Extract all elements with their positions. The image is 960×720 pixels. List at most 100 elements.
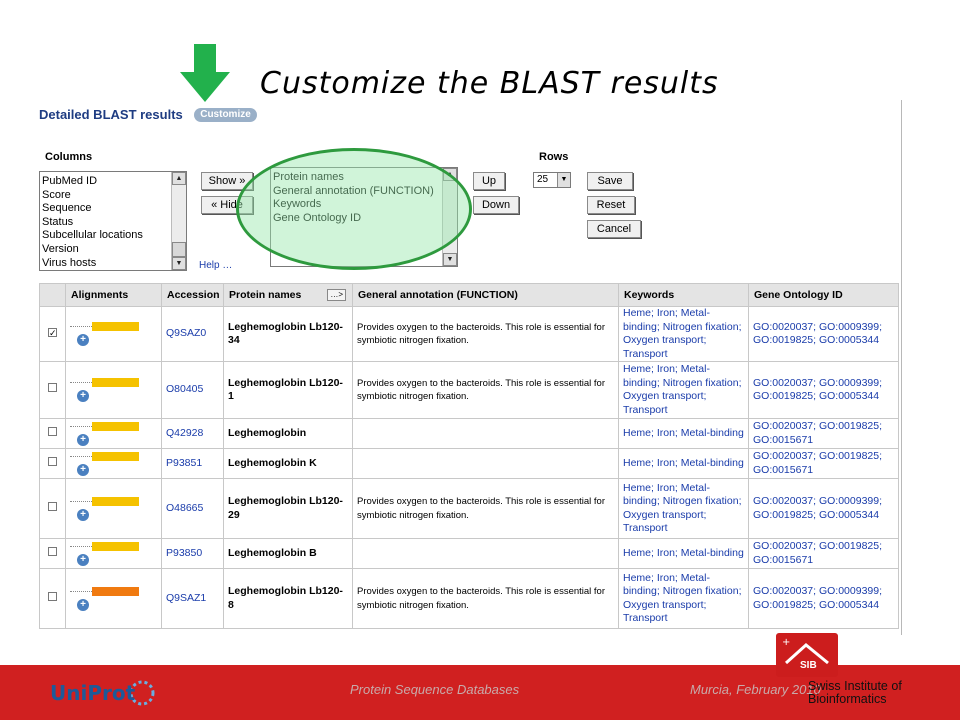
svg-text:+: + (782, 637, 790, 648)
down-arrow-icon (180, 44, 230, 102)
header-general-annotation[interactable]: General annotation (FUNCTION) (352, 283, 619, 307)
show-button[interactable]: Show » (201, 172, 253, 190)
header-go[interactable]: Gene Ontology ID (748, 283, 899, 307)
alignment-dotline (70, 455, 92, 457)
list-item[interactable]: Version (42, 242, 79, 255)
accession-link[interactable]: P93851 (166, 456, 203, 469)
row-checkbox[interactable] (48, 501, 57, 511)
protein-name-cell: Leghemoglobin Lb120-34 (223, 306, 353, 362)
list-item[interactable]: Sequence (42, 202, 92, 215)
expand-plus-icon[interactable]: + (77, 553, 89, 566)
list-item[interactable]: PubMed ID (42, 175, 98, 187)
protein-name: Leghemoglobin Lb120-8 (228, 585, 343, 611)
keywords-cell: Heme; Iron; Metal-binding; Nitrogen fixa… (618, 306, 749, 362)
header-alignments[interactable]: Alignments (65, 283, 162, 307)
expand-plus-icon[interactable]: + (77, 463, 89, 476)
panel-title: Detailed BLAST results (39, 107, 183, 122)
accession-link[interactable]: P93850 (166, 546, 203, 559)
protein-name-cell: Leghemoglobin K (223, 448, 353, 479)
keywords-links[interactable]: Heme; Iron; Metal-binding (623, 546, 744, 559)
go-links[interactable]: GO:0020037; GO:0019825; GO:0015671 (753, 450, 883, 476)
go-links[interactable]: GO:0020037; GO:0009399; GO:0019825; GO:0… (753, 585, 883, 611)
scroll-down-icon[interactable]: ▼ (172, 257, 186, 270)
slide-title: Customize the BLAST results (260, 66, 719, 101)
help-link[interactable]: Help … (199, 260, 233, 271)
go-links[interactable]: GO:0020037; GO:0009399; GO:0019825; GO:0… (753, 495, 883, 521)
go-links[interactable]: GO:0020037; GO:0019825; GO:0015671 (753, 420, 883, 446)
alignment-cell: + (65, 418, 162, 449)
expand-plus-icon[interactable]: + (77, 433, 89, 446)
row-checkbox[interactable]: ✓ (48, 328, 57, 339)
rows-select[interactable]: 25 ▼ (533, 172, 571, 188)
accession-link[interactable]: O48665 (166, 501, 204, 514)
move-down-button[interactable]: Down (473, 196, 519, 214)
protein-name-cell: Leghemoglobin Lb120-8 (223, 568, 353, 629)
keywords-links[interactable]: Heme; Iron; Metal-binding; Nitrogen fixa… (623, 571, 742, 625)
accession-link[interactable]: Q9SAZ0 (166, 327, 207, 340)
go-links[interactable]: GO:0020037; GO:0009399; GO:0019825; GO:0… (753, 376, 883, 403)
go-links[interactable]: GO:0020037; GO:0009399; GO:0019825; GO:0… (753, 320, 883, 347)
cancel-button[interactable]: Cancel (587, 220, 641, 238)
scroll-thumb[interactable] (172, 242, 186, 257)
alignment-dotline (70, 382, 92, 384)
row-checkbox[interactable] (48, 426, 57, 436)
annotation-cell: Provides oxygen to the bacteroids. This … (352, 478, 619, 539)
alignment-cell: + (65, 568, 162, 629)
keywords-cell: Heme; Iron; Metal-binding (618, 448, 749, 479)
keywords-links[interactable]: Heme; Iron; Metal-binding; Nitrogen fixa… (623, 307, 742, 360)
alignment-dotline (70, 500, 92, 502)
scroll-up-icon[interactable]: ▲ (172, 172, 186, 185)
keywords-links[interactable]: Heme; Iron; Metal-binding (623, 456, 744, 469)
alignment-bar[interactable] (92, 451, 139, 461)
keywords-links[interactable]: Heme; Iron; Metal-binding; Nitrogen fixa… (623, 363, 742, 416)
header-protein-names[interactable]: Protein names …> (223, 283, 353, 307)
accession-link[interactable]: Q42928 (166, 426, 204, 439)
expand-plus-icon[interactable]: + (77, 390, 89, 403)
scroll-down-icon[interactable]: ▼ (443, 253, 457, 266)
row-select-cell (39, 478, 66, 539)
collapse-column-icon[interactable]: …> (327, 289, 346, 301)
list-item[interactable]: Subcellular locations (42, 229, 143, 242)
alignment-bar[interactable] (92, 421, 139, 431)
annotation-text: Provides oxygen to the bacteroids. This … (357, 586, 606, 611)
header-select (39, 283, 66, 307)
keywords-links[interactable]: Heme; Iron; Metal-binding; Nitrogen fixa… (623, 481, 742, 535)
row-checkbox[interactable] (48, 383, 57, 393)
header-accession[interactable]: Accession (161, 283, 224, 307)
expand-plus-icon[interactable]: + (77, 508, 89, 521)
row-checkbox[interactable] (48, 456, 57, 466)
alignment-bar[interactable] (92, 322, 139, 332)
available-columns-scrollbar[interactable]: ▲ ▼ (171, 172, 186, 270)
list-item[interactable]: Status (42, 215, 74, 228)
alignment-cell: + (65, 306, 162, 362)
alignment-dotline (70, 425, 92, 427)
keywords-links[interactable]: Heme; Iron; Metal-binding (623, 426, 744, 439)
list-item[interactable]: Virus hosts (42, 256, 97, 269)
row-select-cell: ✓ (39, 306, 66, 362)
annotation-cell: Provides oxygen to the bacteroids. This … (352, 306, 619, 362)
row-checkbox[interactable] (48, 591, 57, 601)
alignment-cell: + (65, 361, 162, 419)
accession-link[interactable]: Q9SAZ1 (166, 591, 207, 604)
alignment-bar[interactable] (92, 586, 139, 596)
customize-button[interactable]: Customize (194, 108, 257, 122)
go-cell: GO:0020037; GO:0009399; GO:0019825; GO:0… (748, 568, 899, 629)
chevron-down-icon[interactable]: ▼ (557, 173, 570, 187)
header-keywords[interactable]: Keywords (618, 283, 749, 307)
alignment-bar[interactable] (92, 496, 139, 506)
alignment-bar[interactable] (92, 541, 139, 551)
list-item[interactable]: Score (42, 188, 71, 201)
move-up-button[interactable]: Up (473, 172, 505, 190)
footer-right-text: Murcia, February 2010 (690, 682, 821, 697)
footer-center-text: Protein Sequence Databases (350, 682, 520, 697)
expand-plus-icon[interactable]: + (77, 598, 89, 611)
accession-link[interactable]: O80405 (166, 383, 204, 396)
row-select-cell (39, 361, 66, 419)
go-links[interactable]: GO:0020037; GO:0019825; GO:0015671 (753, 540, 883, 566)
alignment-bar[interactable] (92, 378, 139, 388)
row-checkbox[interactable] (48, 546, 57, 556)
reset-button[interactable]: Reset (587, 196, 635, 214)
expand-plus-icon[interactable]: + (77, 334, 89, 347)
save-button[interactable]: Save (587, 172, 633, 190)
